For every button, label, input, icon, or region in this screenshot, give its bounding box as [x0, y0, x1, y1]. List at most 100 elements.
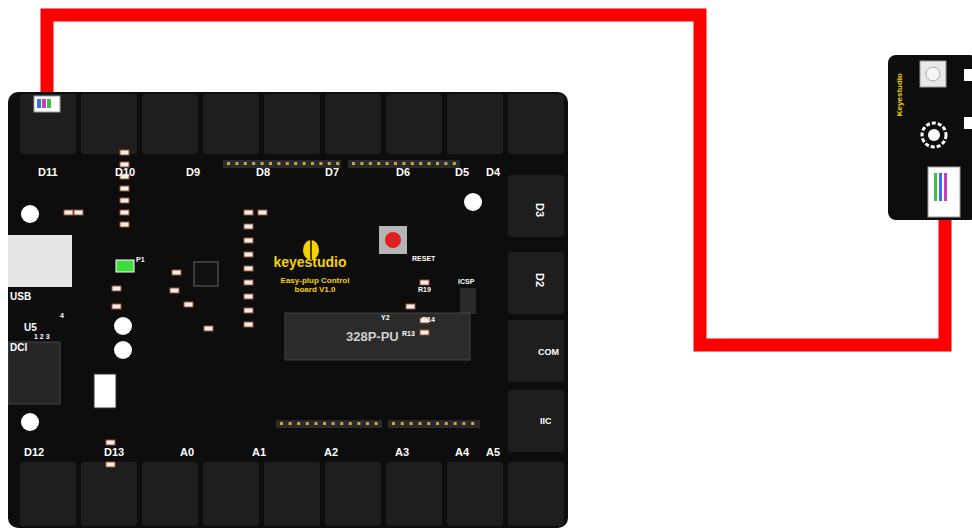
header-pin: [428, 162, 431, 165]
smd-part: [112, 304, 121, 309]
smd-part: [420, 330, 429, 335]
header-pin: [436, 422, 439, 425]
smd-part: [172, 270, 181, 275]
port-label: D11: [38, 166, 58, 179]
port-label: COM: [538, 347, 559, 357]
port-socket: [508, 390, 564, 452]
header-pin: [277, 162, 280, 165]
header-pin: [411, 162, 414, 165]
header-pin: [297, 422, 300, 425]
port-socket: [447, 94, 503, 154]
part-label: Y2: [381, 314, 390, 321]
wire-strand: [939, 173, 942, 201]
port-label: D7: [325, 166, 339, 178]
capacitor: [114, 341, 132, 359]
mcu-chip: [285, 313, 470, 360]
smd-part: [258, 210, 267, 215]
header-pin: [261, 162, 264, 165]
header-pin: [349, 422, 352, 425]
port-socket: [447, 462, 503, 526]
port-socket: [386, 462, 442, 526]
pin-header: [388, 420, 480, 428]
usb-chip: [194, 262, 218, 286]
port-socket: [508, 94, 564, 154]
smd-part: [106, 462, 115, 467]
smd-part: [244, 238, 253, 243]
header-pin: [323, 422, 326, 425]
part-label: R14: [422, 316, 435, 323]
smd-part: [244, 294, 253, 299]
header-pin: [402, 162, 405, 165]
header-pin: [436, 162, 439, 165]
smd-part: [964, 117, 972, 129]
port-label: A5: [486, 446, 500, 458]
push-button: [922, 123, 946, 147]
smd-part: [244, 308, 253, 313]
control-board: D11keyestudioEasy-plup Control board V1.…: [8, 92, 568, 528]
header-pin: [332, 422, 335, 425]
wire-strand: [37, 99, 41, 108]
port-socket: [203, 462, 259, 526]
smd-part: [204, 326, 213, 331]
port-socket: [264, 462, 320, 526]
header-pin: [227, 162, 230, 165]
header-pin: [453, 162, 456, 165]
header-pin: [311, 162, 314, 165]
smd-part: [244, 266, 253, 271]
port-label: D5: [455, 166, 469, 178]
port-socket: [203, 94, 259, 154]
port-label: A3: [395, 446, 409, 458]
header-pin: [366, 422, 369, 425]
smd-part: [120, 150, 129, 155]
smd-part: [120, 198, 129, 203]
icsp-header: [460, 288, 476, 314]
port-socket: [81, 462, 137, 526]
port-label: IIC: [540, 416, 552, 426]
header-pin: [360, 162, 363, 165]
wire-strand: [944, 173, 947, 201]
smd-part: [74, 210, 83, 215]
port-socket: [142, 462, 198, 526]
board-illustration: [8, 92, 568, 528]
smd-part: [120, 210, 129, 215]
mount-hole: [21, 205, 39, 223]
port-socket: [386, 94, 442, 154]
smd-part: [244, 224, 253, 229]
header-pin: [252, 162, 255, 165]
mount-hole: [21, 413, 39, 431]
part-label: U5: [24, 322, 37, 333]
part-label: R13: [402, 330, 415, 337]
header-pin: [454, 422, 457, 425]
smd-part: [964, 69, 972, 81]
pin-header: [223, 160, 341, 168]
header-pin: [369, 162, 372, 165]
smd-part: [112, 286, 121, 291]
dc-jack: [8, 342, 60, 404]
header-pin: [394, 162, 397, 165]
header-pin: [471, 422, 474, 425]
port-label: A4: [455, 446, 469, 458]
part-label: P1: [136, 256, 145, 263]
header-pin: [235, 162, 238, 165]
header-pin: [286, 162, 289, 165]
port-label: A1: [252, 446, 266, 458]
port-socket: [508, 462, 564, 526]
header-pin: [328, 162, 331, 165]
header-pin: [319, 162, 322, 165]
header-pin: [427, 422, 430, 425]
port-label: D3: [534, 203, 546, 217]
smd-part: [106, 440, 115, 445]
header-pin: [445, 422, 448, 425]
header-pin: [352, 162, 355, 165]
module-connector: [928, 167, 960, 217]
header-pin: [419, 162, 422, 165]
socket-label: USB: [10, 291, 31, 302]
port-socket: [20, 462, 76, 526]
header-pin: [375, 422, 378, 425]
port-label: D4: [486, 166, 500, 178]
smd-part: [406, 304, 415, 309]
port-illustration: [20, 94, 76, 154]
port-label: D10: [115, 166, 135, 178]
regulator: [94, 374, 116, 408]
wire-strand: [934, 173, 937, 201]
